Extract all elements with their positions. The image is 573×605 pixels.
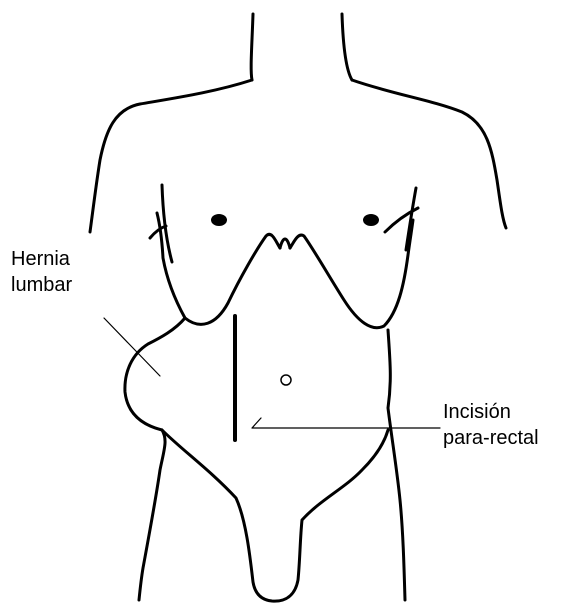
navel: [281, 375, 291, 385]
hernia-leader-line: [104, 318, 160, 376]
left-flank-hernia-outline: [125, 318, 185, 600]
groin-outline: [162, 430, 388, 601]
hernia-lumbar-label: Hernia lumbar: [11, 246, 72, 298]
incision-label-line2: para-rectal: [443, 425, 539, 451]
neck-left-outline: [251, 14, 253, 80]
incision-para-rectal-label: Incisión para-rectal: [443, 399, 539, 451]
right-nipple: [363, 214, 379, 226]
neck-right-outline: [342, 14, 352, 80]
right-flank-outline: [388, 330, 405, 600]
right-shoulder-outline: [352, 80, 506, 228]
sternum-notch: [280, 239, 290, 248]
hernia-label-line2: lumbar: [11, 272, 72, 298]
incision-leader-line: [252, 418, 440, 428]
left-pectoral-tick: [150, 226, 166, 238]
right-pectoral-outline: [290, 220, 413, 328]
incision-label-line1: Incisión: [443, 399, 539, 425]
hernia-label-line1: Hernia: [11, 246, 72, 272]
left-shoulder-outline: [90, 80, 252, 232]
left-nipple: [211, 214, 227, 226]
left-pectoral-outline: [157, 213, 280, 324]
